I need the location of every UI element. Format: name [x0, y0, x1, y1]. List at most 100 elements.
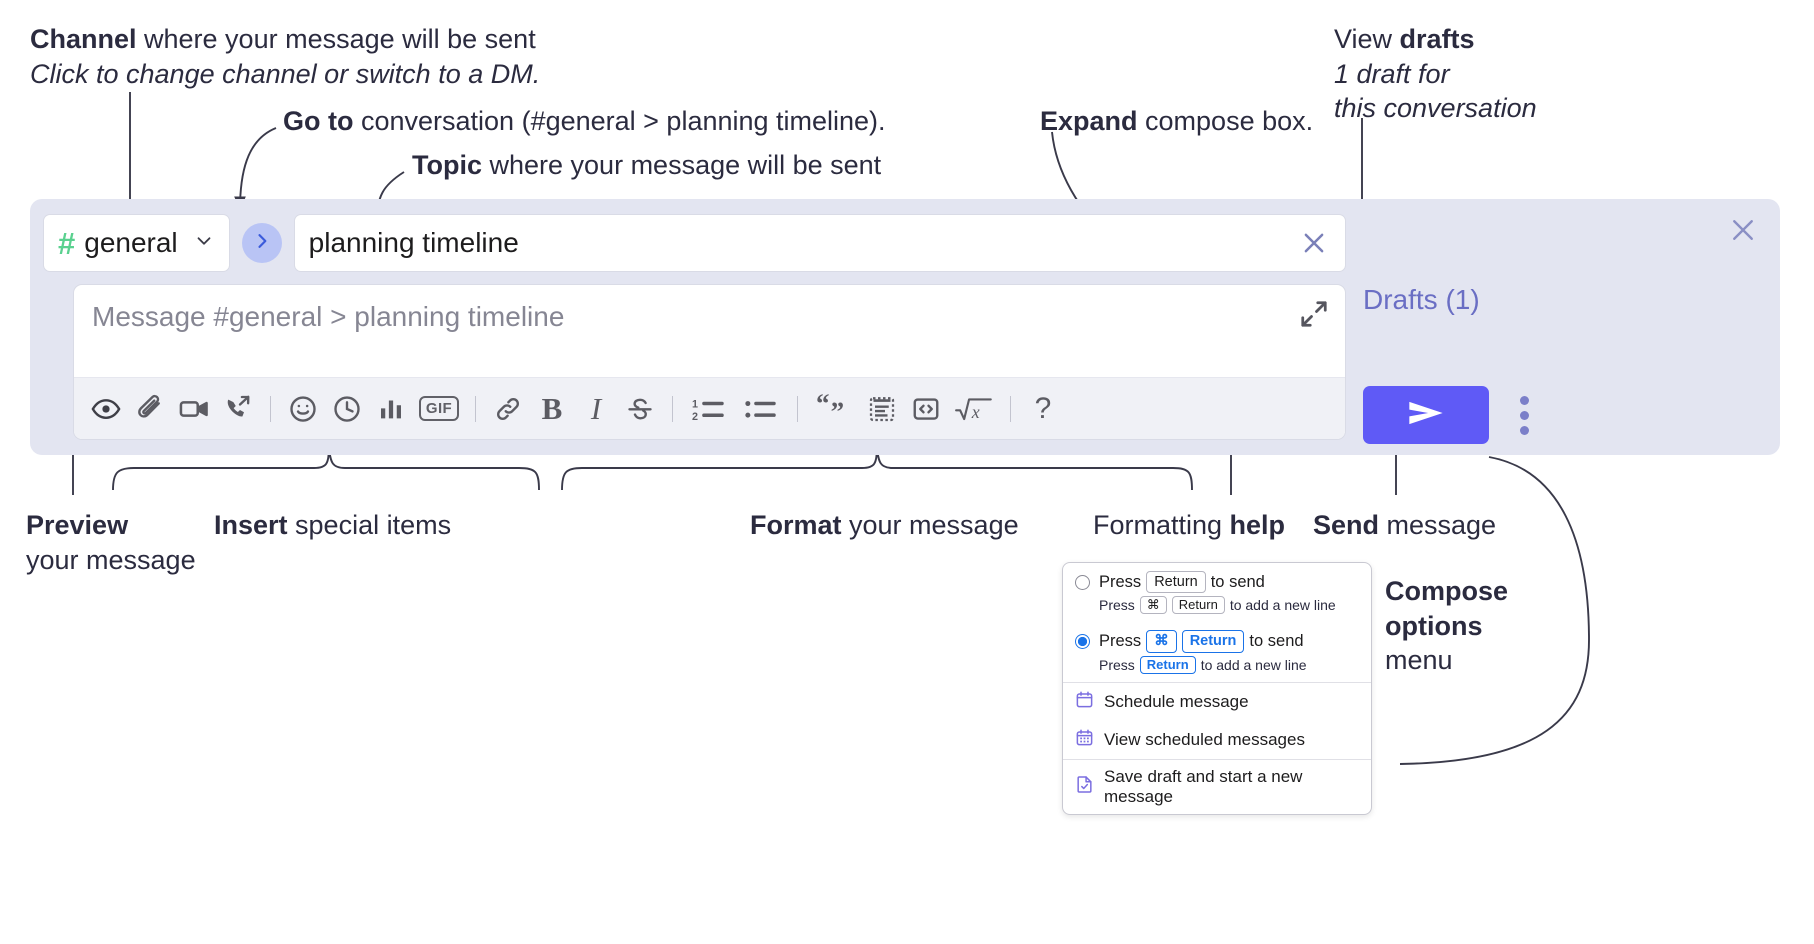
bold-icon[interactable]: B [530, 387, 574, 431]
formatting-toolbar: GIF B I [74, 377, 1345, 439]
send-button[interactable] [1363, 386, 1489, 444]
toolbar-separator [475, 395, 476, 422]
option-2-sub-pre: Press [1099, 656, 1135, 673]
radio-selected[interactable] [1075, 633, 1090, 649]
toolbar-separator [270, 395, 271, 422]
send-option-2[interactable]: Press ⌘ Return to send Press Return to a… [1063, 622, 1371, 681]
kebab-dot [1519, 425, 1529, 435]
annotation-compose-strong-2: options [1385, 610, 1483, 641]
annotation-channel-strong: Channel [30, 24, 137, 54]
compose-options-menu: Press Return to send Press ⌘ Return to a… [1062, 562, 1372, 815]
option-1-sub-post: to add a new line [1229, 597, 1336, 614]
option-1-sub-pre: Press [1099, 597, 1135, 614]
calendar-grid-icon [1075, 728, 1094, 752]
inline-code-icon[interactable] [904, 387, 948, 431]
annotation-expand-strong: Expand [1040, 106, 1138, 136]
link-icon[interactable] [486, 387, 530, 431]
italic-icon[interactable]: I [574, 387, 618, 431]
clock-icon[interactable] [325, 387, 369, 431]
video-icon[interactable] [172, 387, 216, 431]
svg-text:“: “ [816, 394, 830, 418]
annotation-expand: Expand compose box. [1040, 104, 1313, 139]
annotation-help-strong: help [1229, 510, 1286, 540]
menu-item-label: View scheduled messages [1104, 729, 1305, 749]
annotation-drafts-plain: View [1334, 24, 1400, 54]
menu-item-view-scheduled-messages[interactable]: View scheduled messages [1063, 721, 1371, 759]
send-icon [1406, 396, 1446, 435]
ordered-list-icon[interactable]: 1 2 [683, 387, 735, 431]
annotation-send-strong: Send [1313, 510, 1380, 540]
kebab-dot [1519, 410, 1529, 420]
send-option-1[interactable]: Press Return to send Press ⌘ Return to a… [1063, 563, 1371, 622]
key-return: Return [1171, 596, 1225, 615]
annotation-channel: Channel where your message will be sent … [30, 22, 540, 91]
close-icon[interactable] [1726, 213, 1760, 247]
save-draft-icon [1075, 775, 1094, 799]
svg-text:x: x [971, 401, 980, 421]
radio-unselected[interactable] [1075, 574, 1090, 590]
key-return: Return [1146, 571, 1206, 594]
option-1-post: to send [1210, 572, 1265, 591]
preview-icon[interactable] [84, 387, 128, 431]
annotation-channel-rest: where your message will be sent [136, 24, 536, 54]
gif-icon[interactable]: GIF [413, 387, 465, 431]
annotation-expand-rest: compose box. [1137, 106, 1314, 136]
expand-icon[interactable] [1299, 299, 1329, 329]
menu-item-label: Save draft and start a new message [1104, 766, 1303, 806]
compose-header-row: # general planning timeline [43, 214, 1346, 272]
key-command: ⌘ [1139, 596, 1167, 615]
toolbar-separator [1010, 395, 1011, 422]
menu-item-save-draft[interactable]: Save draft and start a new message [1063, 760, 1371, 814]
blockquote-icon[interactable]: “ ” [808, 387, 860, 431]
drafts-link[interactable]: Drafts (1) [1363, 284, 1480, 315]
annotation-compose-options: Compose options menu [1385, 574, 1565, 678]
goto-conversation-button[interactable] [241, 223, 282, 263]
code-block-icon[interactable] [860, 387, 904, 431]
menu-item-label: Schedule message [1104, 691, 1249, 711]
annotation-topic-rest: where your message will be sent [482, 150, 882, 180]
annotation-goto-rest: conversation (#general > planning timeli… [353, 106, 886, 136]
italic-glyph: I [590, 390, 602, 426]
bold-glyph: B [541, 390, 563, 426]
strikethrough-icon[interactable] [618, 387, 662, 431]
more-options-icon[interactable] [1511, 389, 1537, 441]
call-forward-icon[interactable] [216, 387, 260, 431]
hash-icon: # [58, 225, 76, 261]
emoji-icon[interactable] [281, 387, 325, 431]
annotation-drafts-italic-2: this conversation [1334, 93, 1537, 124]
clear-icon[interactable] [1299, 228, 1329, 258]
help-icon[interactable]: ? [1021, 387, 1065, 431]
annotation-format: Format your message [750, 508, 1019, 543]
annotation-help-plain: Formatting [1093, 510, 1230, 540]
option-2-sub-post: to add a new line [1200, 656, 1307, 673]
annotation-topic: Topic where your message will be sent [412, 148, 881, 183]
option-2-post: to send [1249, 631, 1304, 650]
annotation-insert-strong: Insert [214, 510, 288, 540]
key-command: ⌘ [1146, 630, 1177, 653]
toolbar-separator [797, 395, 798, 422]
annotation-formatting-help: Formatting help [1093, 508, 1285, 543]
channel-selector[interactable]: # general [43, 214, 230, 272]
annotation-preview-strong: Preview [26, 510, 129, 540]
annotation-send-rest: message [1379, 510, 1497, 540]
svg-text:1: 1 [692, 398, 698, 410]
svg-text:2: 2 [692, 410, 698, 422]
annotation-drafts-italic-1: 1 draft for [1334, 58, 1450, 89]
key-return: Return [1181, 630, 1245, 653]
message-input-box[interactable]: Message #general > planning timeline [73, 284, 1346, 440]
channel-name-label: general [84, 227, 178, 258]
bulleted-list-icon[interactable] [735, 387, 787, 431]
math-icon[interactable]: x [948, 387, 1000, 431]
chevron-right-icon [252, 231, 272, 256]
key-return: Return [1139, 655, 1196, 674]
topic-input[interactable]: planning timeline [293, 214, 1346, 272]
annotation-drafts: View drafts 1 draft for this conversatio… [1334, 22, 1537, 126]
option-2-pre: Press [1099, 631, 1142, 650]
kebab-dot [1519, 395, 1529, 405]
calendar-icon [1075, 690, 1094, 714]
annotation-goto-strong: Go to [283, 106, 354, 136]
poll-icon[interactable] [369, 387, 413, 431]
annotation-topic-strong: Topic [412, 150, 482, 180]
menu-item-schedule-message[interactable]: Schedule message [1063, 683, 1371, 721]
attachment-icon[interactable] [128, 387, 172, 431]
